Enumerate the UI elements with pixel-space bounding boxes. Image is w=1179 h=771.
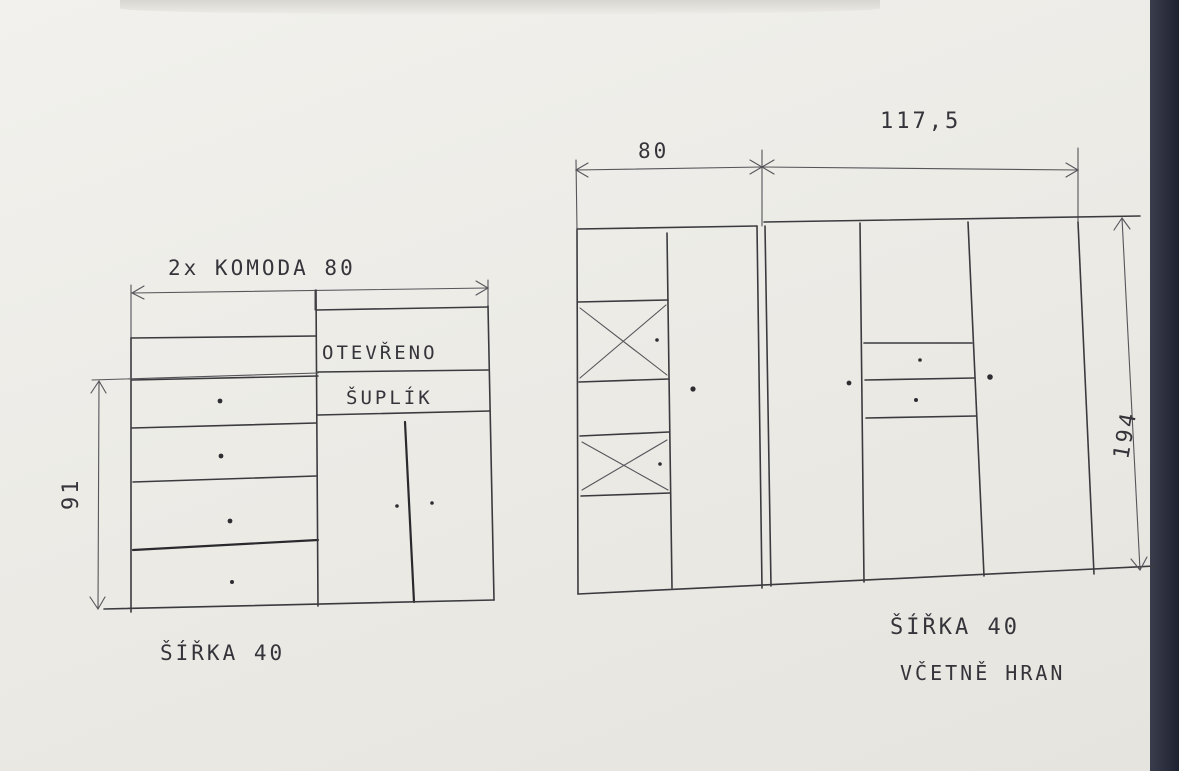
left-dresser-drawers xyxy=(130,289,320,613)
open-shelf-label: OTEVŘENO xyxy=(322,341,438,364)
right-depth-label: ŠÍŘKA 40 xyxy=(890,614,1020,640)
edges-note-label: VČETNĚ HRAN xyxy=(900,661,1065,685)
left-base-line xyxy=(103,599,495,610)
left-dresser-group: 2x KOMODA 80 OTEVŘENO ŠUPLÍK xyxy=(59,256,495,665)
wide-wardrobe xyxy=(763,215,1141,587)
right-base-line xyxy=(577,565,1156,595)
right-wardrobe-group: 80 117,5 xyxy=(574,109,1156,685)
left-width-dimension xyxy=(130,279,490,339)
right-right-width-label: 117,5 xyxy=(880,109,961,134)
right-width-dimensions xyxy=(574,147,1080,231)
right-height-label: 194 xyxy=(1109,409,1142,461)
left-height-label: 91 xyxy=(59,478,84,511)
narrow-cabinet xyxy=(576,225,763,595)
right-height-dimension xyxy=(1113,217,1148,571)
drawer-label: ŠUPLÍK xyxy=(346,385,433,409)
table-edge xyxy=(1150,0,1179,771)
paper-shadow xyxy=(120,0,880,14)
right-left-width-label: 80 xyxy=(638,139,669,163)
left-width-label: 2x KOMODA 80 xyxy=(168,256,356,280)
right-dresser-doors xyxy=(315,305,495,604)
left-height-dimension xyxy=(89,372,319,611)
left-depth-label: ŠÍŘKA 40 xyxy=(160,640,285,665)
